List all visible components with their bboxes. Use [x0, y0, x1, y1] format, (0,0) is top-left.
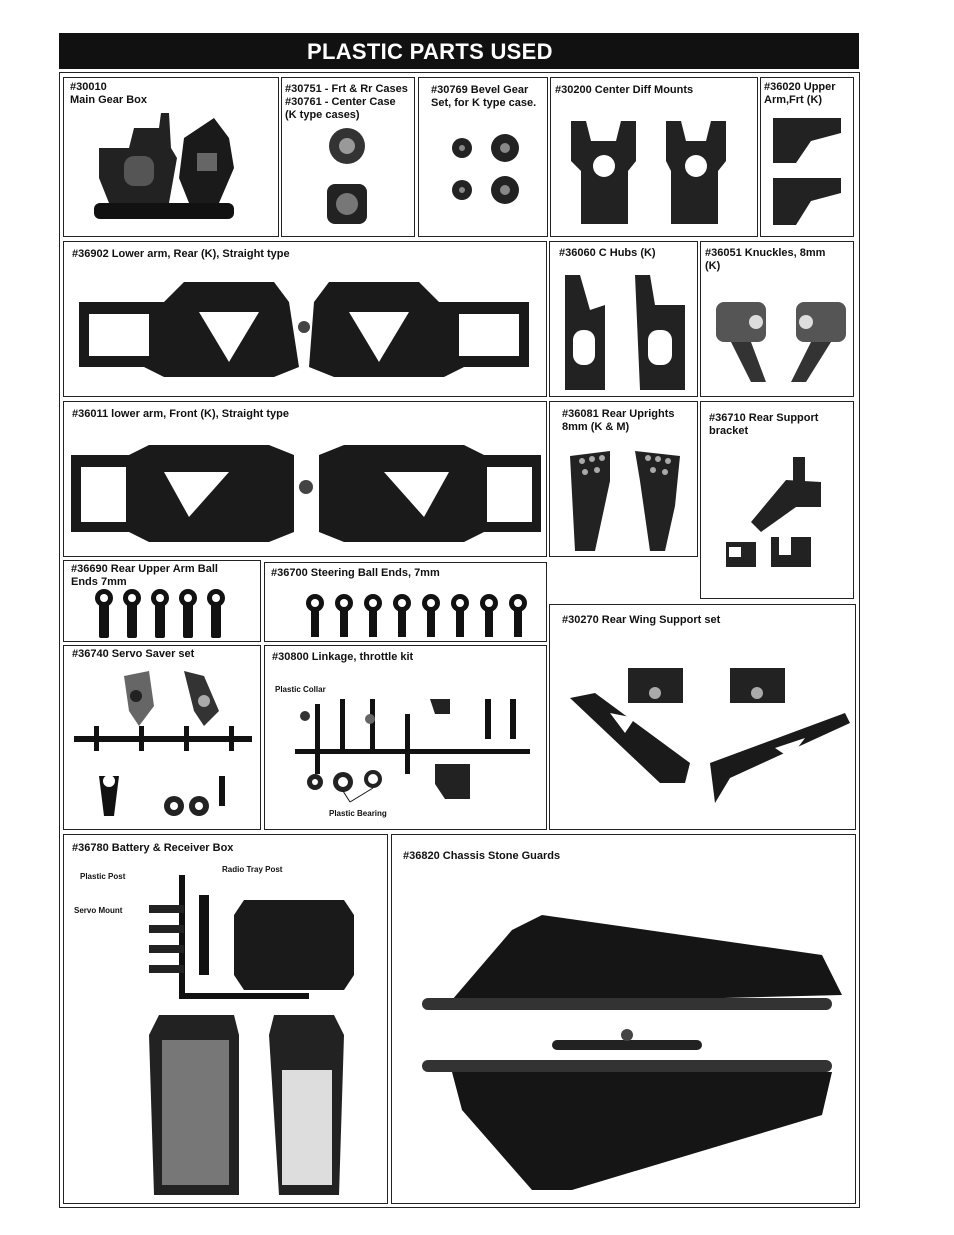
- plastic-bearing-note: Plastic Bearing: [329, 809, 387, 818]
- cell-36081: #36081 Rear Uprights 8mm (K & M): [549, 401, 698, 557]
- part-label: #36780 Battery & Receiver Box: [72, 842, 234, 854]
- knuckle-image: [716, 302, 846, 382]
- diff-case-image: [327, 128, 367, 224]
- lower-arm-front-image: [71, 445, 541, 542]
- part-label: #36020 Upper Arm,Frt (K): [764, 81, 836, 106]
- rear-support-bracket-image: [726, 457, 821, 567]
- cell-36690: #36690 Rear Upper Arm Ball Ends 7mm: [63, 560, 261, 642]
- rear-upright-image: [570, 451, 680, 551]
- cell-36700: #36700 Steering Ball Ends, 7mm: [264, 562, 547, 642]
- cell-36740: #36740 Servo Saver set: [63, 645, 261, 830]
- part-label: #30769 Bevel Gear Set, for K type case.: [431, 84, 537, 109]
- battery-receiver-box-image: [149, 875, 354, 1195]
- part-label: #36011 lower arm, Front (K), Straight ty…: [72, 408, 290, 420]
- part-label: #30270 Rear Wing Support set: [562, 614, 721, 626]
- cell-30751: #30751 - Frt & Rr Cases #30761 - Center …: [281, 77, 415, 237]
- servo-mount-note: Servo Mount: [74, 906, 123, 915]
- plastic-collar-note: Plastic Collar: [275, 685, 326, 694]
- cell-36820: #36820 Chassis Stone Guards: [391, 834, 856, 1204]
- part-label: #36740 Servo Saver set: [72, 648, 195, 660]
- cell-36011: #36011 lower arm, Front (K), Straight ty…: [63, 401, 547, 557]
- bevel-gear-image: [452, 134, 519, 204]
- part-label: #36700 Steering Ball Ends, 7mm: [271, 567, 440, 579]
- linkage-kit-image: [295, 699, 530, 803]
- center-diff-mount-image: [571, 121, 726, 224]
- c-hub-image: [565, 275, 685, 390]
- cell-36060: #36060 C Hubs (K): [549, 241, 698, 397]
- page-title: PLASTIC PARTS USED: [59, 33, 859, 69]
- ball-end-set-image: [95, 589, 225, 638]
- parts-table: [59, 72, 860, 1208]
- part-label: #36060 C Hubs (K): [559, 247, 656, 259]
- chassis-stone-guards-image: [422, 915, 842, 1190]
- rear-wing-support-image: [570, 668, 850, 803]
- cell-30010: #30010 Main Gear Box: [63, 77, 279, 237]
- cell-36710: #36710 Rear Support bracket: [700, 401, 854, 599]
- part-label: #30751 - Frt & Rr Cases #30761 - Center …: [285, 83, 408, 121]
- part-label: #30200 Center Diff Mounts: [555, 84, 694, 96]
- part-label: #36690 Rear Upper Arm Ball Ends 7mm: [71, 563, 218, 588]
- part-label: #36902 Lower arm, Rear (K), Straight typ…: [72, 248, 290, 260]
- cell-36051: #36051 Knuckles, 8mm (K): [700, 241, 854, 397]
- cell-36902: #36902 Lower arm, Rear (K), Straight typ…: [63, 241, 547, 397]
- lower-arm-rear-image: [79, 282, 529, 377]
- part-label: #30800 Linkage, throttle kit: [272, 651, 414, 663]
- cell-36780: #36780 Battery & Receiver Box Plastic Po…: [63, 834, 388, 1204]
- upper-arm-image: [773, 118, 841, 225]
- main-gear-box-image: [94, 113, 234, 219]
- radio-tray-post-note: Radio Tray Post: [222, 865, 283, 874]
- plastic-post-note: Plastic Post: [80, 872, 126, 881]
- part-label: #36051 Knuckles, 8mm (K): [705, 247, 826, 272]
- part-label: #36820 Chassis Stone Guards: [403, 850, 561, 862]
- cell-30200: #30200 Center Diff Mounts: [550, 77, 758, 237]
- steering-ball-end-image: [306, 594, 527, 637]
- cell-30769: #30769 Bevel Gear Set, for K type case.: [418, 77, 548, 237]
- servo-saver-image: [74, 671, 252, 816]
- part-label: #36081 Rear Uprights 8mm (K & M): [562, 408, 675, 433]
- cell-30800: #30800 Linkage, throttle kit Plastic Col…: [264, 645, 547, 830]
- part-label: #30010 Main Gear Box: [70, 81, 148, 106]
- part-label: #36710 Rear Support bracket: [709, 412, 819, 437]
- cell-30270: #30270 Rear Wing Support set: [549, 604, 856, 830]
- cell-36020: #36020 Upper Arm,Frt (K): [760, 77, 854, 237]
